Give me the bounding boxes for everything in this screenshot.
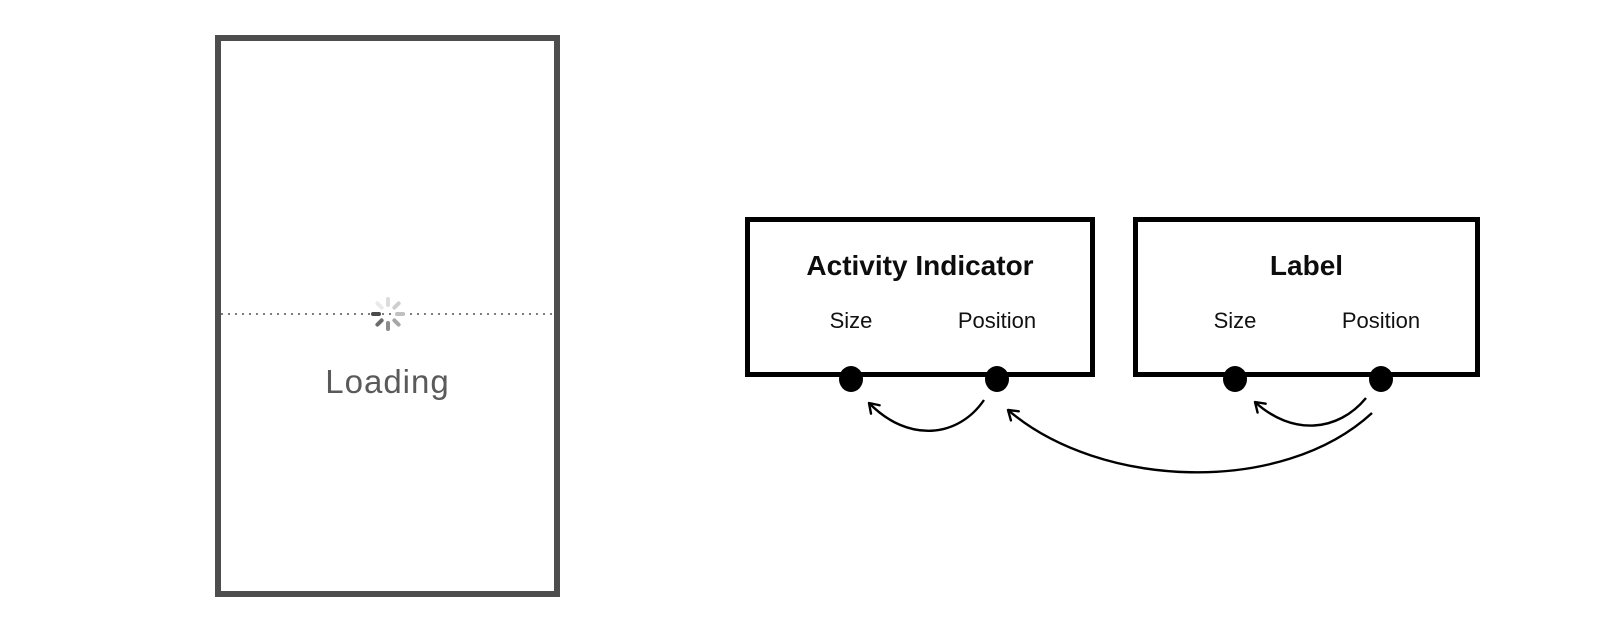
spinner-spoke: [374, 300, 384, 311]
arrow-label-position-to-activity-position: [1006, 408, 1373, 474]
activity-spinner-icon: [370, 296, 406, 332]
component-box-activity-indicator: Activity Indicator Size Position: [745, 217, 1095, 377]
component-box-label: Label Size Position: [1133, 217, 1480, 377]
phone-mockup-frame: Loading: [215, 35, 560, 597]
spinner-spoke: [391, 317, 401, 328]
arrow-label-position-to-size: [1253, 397, 1367, 427]
center-dotted-guideline: [221, 313, 554, 315]
property-label-position: Position: [957, 308, 1037, 333]
arrow-activity-position-to-size: [867, 399, 985, 433]
spinner-spoke: [391, 300, 401, 311]
spinner-spoke: [385, 321, 390, 331]
spinner-spoke: [394, 312, 405, 316]
spinner-spoke: [385, 297, 390, 307]
component-title: Label: [1269, 250, 1344, 281]
spinner-spoke: [370, 312, 381, 316]
spinner-spoke: [374, 317, 384, 328]
component-title: Activity Indicator: [806, 250, 1034, 281]
property-label-size: Size: [829, 308, 873, 333]
property-label-position: Position: [1341, 308, 1421, 333]
property-label-size: Size: [1213, 308, 1257, 333]
loading-label: Loading: [325, 363, 450, 400]
